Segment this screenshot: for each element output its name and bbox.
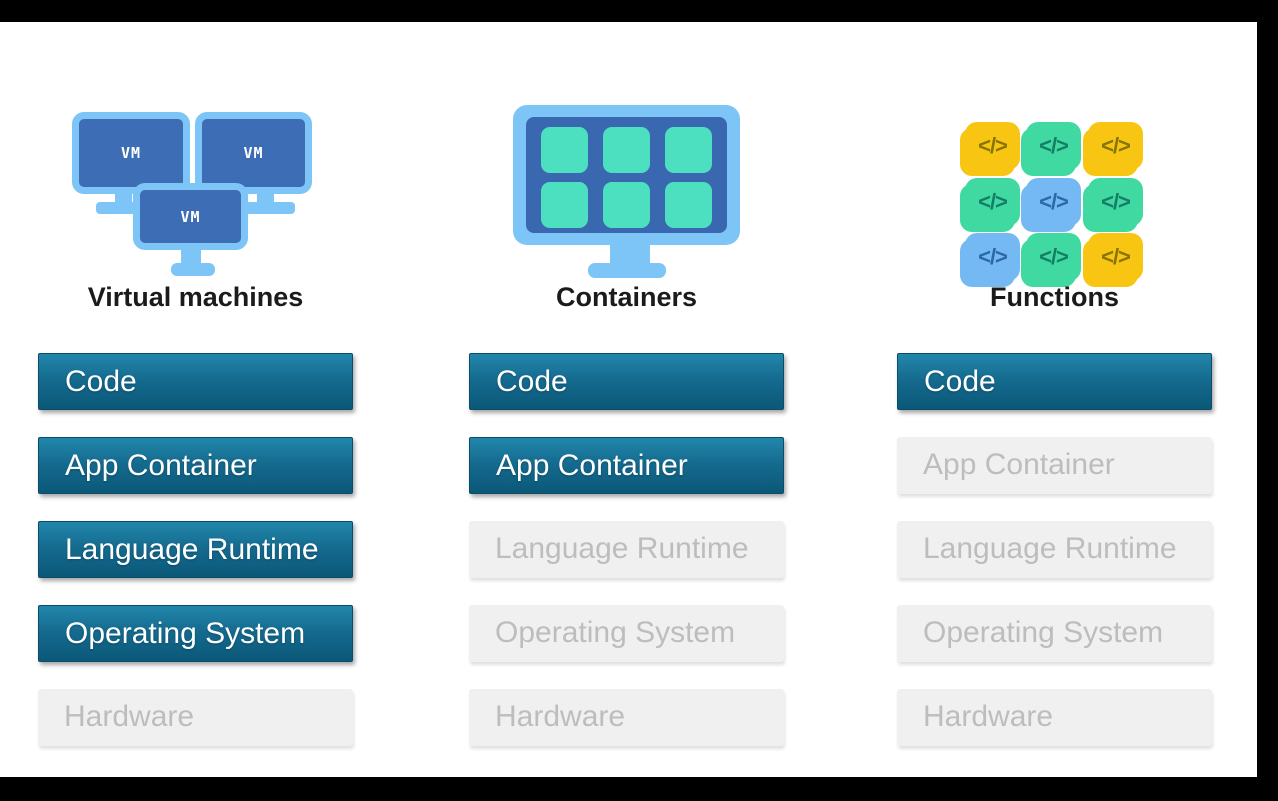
container-tile-icon <box>541 127 588 173</box>
layer-bar-language-runtime: Language Runtime <box>897 521 1212 578</box>
vm-monitor-icon: VM <box>72 112 190 194</box>
layer-bar-app-container: App Container <box>897 437 1212 494</box>
vm-monitor-icon: VM <box>133 183 248 250</box>
column-containers: Containers Code App Container Language R… <box>469 22 784 777</box>
code-tile-icon: </> <box>965 178 1020 226</box>
code-tile-icon: </> <box>1088 178 1143 226</box>
column-title-containers: Containers <box>555 282 698 312</box>
layer-bar-language-runtime: Language Runtime <box>38 521 353 578</box>
vm-monitor-icon: VM <box>195 112 312 194</box>
code-tile-icon: </> <box>1088 233 1143 281</box>
layer-bar-code: Code <box>469 353 784 410</box>
layer-bar-code: Code <box>38 353 353 410</box>
vm-monitor-stand <box>96 202 145 214</box>
vm-monitor-stand <box>181 248 201 267</box>
container-tile-icon <box>603 182 650 228</box>
vm-monitor-stand <box>171 263 215 276</box>
vm-monitor-label: VM <box>243 144 264 162</box>
layer-bar-language-runtime: Language Runtime <box>469 521 784 578</box>
containers-monitor-stand <box>588 263 666 278</box>
vm-monitor-label: VM <box>120 144 142 162</box>
layer-bar-hardware: Hardware <box>897 689 1212 746</box>
containers-monitor-icon <box>513 105 740 278</box>
column-title-virtual-machines: Virtual machines <box>87 282 304 312</box>
container-tile-icon <box>665 182 712 228</box>
code-tile-icon: </> <box>1026 233 1081 281</box>
layer-bar-operating-system: Operating System <box>38 605 353 662</box>
container-tile-icon <box>665 127 712 173</box>
column-functions: </> </> </> </> </> </> </> </> </> Func… <box>897 22 1212 777</box>
code-tile-icon: </> <box>965 122 1020 170</box>
code-tile-icon: </> <box>1088 122 1143 170</box>
layer-bar-app-container: App Container <box>38 437 353 494</box>
vm-monitor-stand <box>245 202 295 214</box>
layer-bar-hardware: Hardware <box>38 689 353 746</box>
column-virtual-machines: VM VM VM Virtual machines Code App Conta… <box>38 22 353 777</box>
vm-monitor-label: VM <box>180 207 201 226</box>
code-tile-icon: </> <box>965 233 1020 281</box>
containers-monitor-screen <box>526 117 727 233</box>
containers-monitor-stand <box>610 245 650 268</box>
layer-stack-functions: Code App Container Language Runtime Oper… <box>897 353 1212 773</box>
slide-content: VM VM VM Virtual machines Code App Conta… <box>0 22 1257 777</box>
functions-grid-icon: </> </> </> </> </> </> </> </> </> <box>965 122 1143 281</box>
vm-monitors-icon: VM VM VM <box>72 112 319 278</box>
layer-bar-code: Code <box>897 353 1212 410</box>
layer-stack-virtual-machines: Code App Container Language Runtime Oper… <box>38 353 353 773</box>
layer-stack-containers: Code App Container Language Runtime Oper… <box>469 353 784 773</box>
code-tile-icon: </> <box>1026 178 1081 226</box>
container-tile-icon <box>603 127 650 173</box>
column-title-functions: Functions <box>990 282 1119 312</box>
layer-bar-operating-system: Operating System <box>897 605 1212 662</box>
container-tile-icon <box>541 182 588 228</box>
layer-bar-hardware: Hardware <box>469 689 784 746</box>
layer-bar-app-container: App Container <box>469 437 784 494</box>
code-tile-icon: </> <box>1026 122 1081 170</box>
layer-bar-operating-system: Operating System <box>469 605 784 662</box>
